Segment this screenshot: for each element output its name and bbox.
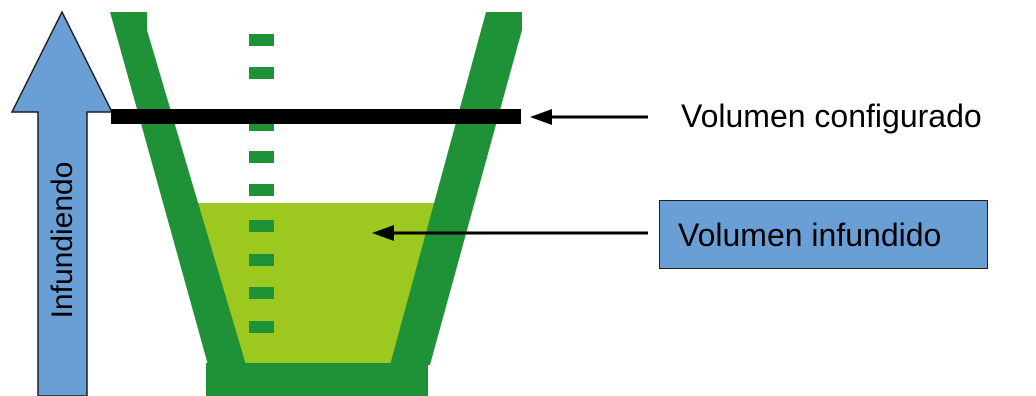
scale-mark (249, 67, 274, 79)
scale-mark (249, 287, 274, 299)
scale-mark (249, 254, 274, 266)
container-bottom (206, 363, 428, 396)
container-right-wall (390, 12, 522, 365)
scale-mark (249, 321, 274, 333)
configured-pointer-arrow (530, 109, 648, 125)
infused-box-fill (659, 200, 988, 269)
configured-volume-line (111, 109, 521, 124)
scale-mark (249, 151, 274, 163)
infused-pointer-arrow (372, 225, 648, 241)
up-arrow-icon (10, 10, 114, 396)
scale-marks (249, 34, 274, 333)
infusing-label: Infundiendo (46, 161, 79, 319)
infused-volume-label: Volumen infundido (678, 216, 942, 253)
scale-mark (249, 184, 274, 196)
scale-mark (249, 34, 274, 46)
scale-mark (249, 220, 274, 232)
infused-volume-box: Volumen infundido (659, 200, 988, 269)
container-left-wall (110, 12, 246, 365)
configured-volume-label: Volumen configurado (681, 98, 982, 134)
